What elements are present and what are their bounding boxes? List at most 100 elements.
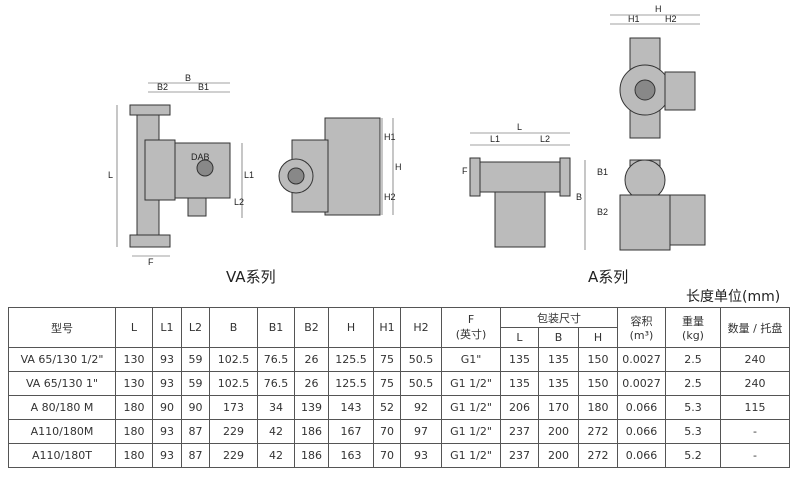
col-weight-unit: (kg) <box>682 329 704 342</box>
a-dim-B2: B2 <box>597 207 608 217</box>
dim-B2: B2 <box>157 82 168 92</box>
table-cell: 200 <box>538 443 579 468</box>
table-cell: 237 <box>500 419 539 444</box>
table-cell: 70 <box>373 419 401 444</box>
a-side-view <box>619 159 706 251</box>
table-cell: 0.066 <box>617 395 666 420</box>
table-cell: 167 <box>328 419 374 444</box>
table-cell: 0.0027 <box>617 347 666 372</box>
col-L: L <box>115 307 153 348</box>
spec-table: 型号 L L1 L2 B B1 B2 H H1 H2 F(英寸) 包装尺寸 容积… <box>8 307 790 468</box>
table-cell: 93 <box>400 443 442 468</box>
table-cell: 42 <box>257 443 295 468</box>
table-cell: 2.5 <box>665 347 721 372</box>
a-dim-L1: L1 <box>490 134 500 144</box>
table-cell: 5.2 <box>665 443 721 468</box>
a-dim-H: H <box>655 4 662 14</box>
table-cell: G1" <box>441 347 501 372</box>
table-cell: G1 1/2" <box>441 443 501 468</box>
table-cell: 163 <box>328 443 374 468</box>
table-cell: 186 <box>294 419 329 444</box>
col-H2: H2 <box>400 307 442 348</box>
table-cell: A110/180M <box>8 419 116 444</box>
table-cell: 102.5 <box>209 347 258 372</box>
table-cell: 139 <box>294 395 329 420</box>
va-dimension-lines <box>116 82 394 257</box>
table-cell: 93 <box>152 419 182 444</box>
table-cell: 237 <box>500 443 539 468</box>
table-cell: 97 <box>400 419 442 444</box>
dim-B: B <box>185 73 191 83</box>
table-cell: 59 <box>181 347 210 372</box>
table-cell: 240 <box>720 347 790 372</box>
table-cell: 76.5 <box>257 371 295 396</box>
table-cell: 42 <box>257 419 295 444</box>
table-cell: G1 1/2" <box>441 371 501 396</box>
table-cell: 92 <box>400 395 442 420</box>
table-cell: 200 <box>538 419 579 444</box>
brand-logo: DAB <box>191 152 210 162</box>
table-cell: A110/180T <box>8 443 116 468</box>
pump-drawings: DAB B B2 B1 L L1 L2 F H1 H H2 L L1 L2 F … <box>108 4 706 267</box>
table-cell: 206 <box>500 395 539 420</box>
table-cell: 272 <box>578 419 618 444</box>
table-cell: 50.5 <box>400 347 442 372</box>
a-dimension-lines <box>470 14 700 250</box>
a-dim-L2: L2 <box>540 134 550 144</box>
table-cell: 135 <box>538 347 579 372</box>
table-cell: 52 <box>373 395 401 420</box>
table-cell: 87 <box>181 443 210 468</box>
col-L2: L2 <box>181 307 210 348</box>
dim-B1: B1 <box>198 82 209 92</box>
a-dim-H2: H2 <box>665 14 677 24</box>
table-cell: 180 <box>578 395 618 420</box>
col-pack-H: H <box>578 327 618 348</box>
table-cell: 75 <box>373 371 401 396</box>
table-cell: 240 <box>720 371 790 396</box>
a-dim-B: B <box>576 192 582 202</box>
col-qty: 数量 / 托盘 <box>720 307 790 348</box>
a-series-caption: A系列 <box>588 268 629 286</box>
table-cell: 130 <box>115 371 153 396</box>
table-cell: 125.5 <box>328 347 374 372</box>
a-front-view <box>469 157 571 248</box>
va-front-view <box>129 104 231 248</box>
table-cell: 125.5 <box>328 371 374 396</box>
table-cell: 0.066 <box>617 443 666 468</box>
table-cell: 272 <box>578 443 618 468</box>
col-weight-label: 重量 <box>682 315 704 328</box>
col-H1: H1 <box>373 307 401 348</box>
table-cell: G1 1/2" <box>441 395 501 420</box>
col-pack: 包装尺寸 <box>500 307 618 328</box>
table-cell: 0.0027 <box>617 371 666 396</box>
dim-H1: H1 <box>384 132 396 142</box>
table-cell: 135 <box>538 371 579 396</box>
col-F: F(英寸) <box>441 307 501 348</box>
table-cell: 26 <box>294 371 329 396</box>
col-weight: 重量(kg) <box>665 307 721 348</box>
table-cell: - <box>720 419 790 444</box>
dim-L: L <box>108 170 113 180</box>
a-dim-L: L <box>517 122 522 132</box>
table-cell: 229 <box>209 419 258 444</box>
table-cell: 180 <box>115 443 153 468</box>
table-cell: 76.5 <box>257 347 295 372</box>
table-cell: 59 <box>181 371 210 396</box>
table-cell: 93 <box>152 371 182 396</box>
table-cell: VA 65/130 1/2" <box>8 347 116 372</box>
col-volume-label: 容积 <box>630 315 653 328</box>
table-cell: 90 <box>181 395 210 420</box>
table-cell: - <box>720 443 790 468</box>
col-F-unit: (英寸) <box>455 328 487 341</box>
table-cell: 93 <box>152 443 182 468</box>
table-cell: 173 <box>209 395 258 420</box>
col-pack-L: L <box>500 327 539 348</box>
col-H: H <box>328 307 374 348</box>
table-cell: 87 <box>181 419 210 444</box>
table-cell: 75 <box>373 347 401 372</box>
table-cell: 102.5 <box>209 371 258 396</box>
table-cell: G1 1/2" <box>441 419 501 444</box>
